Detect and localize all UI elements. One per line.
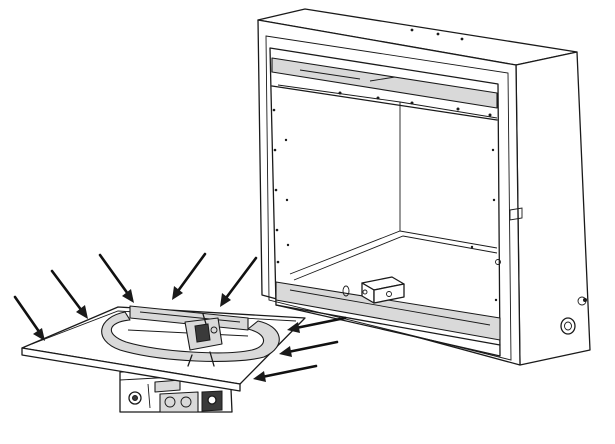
back-top-edge [277,84,498,119]
firebox-enclosure [257,8,591,366]
bottom-trim-bar [275,281,501,341]
top-trim-bar [271,57,498,109]
side-bracket [509,207,523,221]
firebox-opening [269,47,501,357]
bottom-trim-lower-edge [275,304,501,346]
firebox-right-side-panel [515,51,591,366]
callout-arrow [220,256,258,307]
callout-arrow [279,340,339,357]
valve-label-plate [154,379,181,393]
callout-arrow [287,316,347,333]
floor-back-edge [289,230,498,275]
callout-arrow [13,295,45,341]
callout-arrow [98,253,134,303]
pilot-assembly [184,313,223,367]
callout-arrow [253,364,318,382]
firebox-frame-inner-edge [265,35,512,361]
side-panel-fittings [342,207,587,335]
burner-tube-loop [101,311,280,363]
callout-arrow [50,269,88,319]
burner-assembly [21,305,306,392]
callout-arrows [13,252,347,382]
top-trim-lower-edge [271,85,498,121]
callout-arrow [172,252,207,300]
top-trim-tab [369,76,396,82]
burner-tray-front-lip [21,347,241,392]
bottom-trim-line [289,289,491,326]
floor-back-edge-inner [293,235,498,281]
gas-inlet-knockout [560,317,576,335]
fastener-holes [272,28,498,302]
junction-box [361,276,405,304]
top-trim-slot [299,69,361,80]
valve-body [159,391,199,413]
